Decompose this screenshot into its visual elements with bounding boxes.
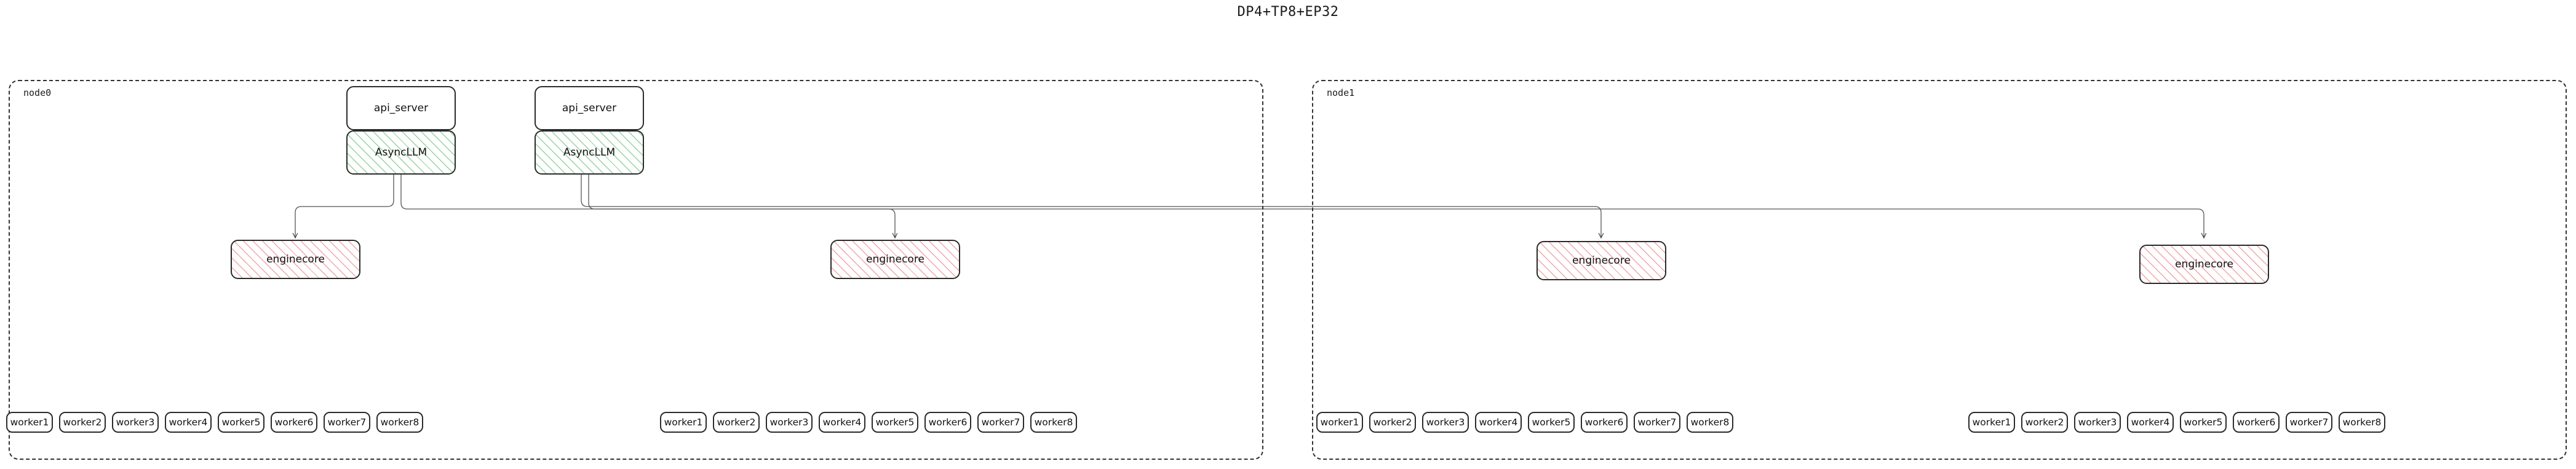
worker-box[interactable]: worker3 [766,412,813,433]
page-title: DP4+TP8+EP32 [1237,4,1339,20]
worker-box[interactable]: worker8 [1030,412,1077,433]
worker-box[interactable]: worker2 [2021,412,2068,433]
api-server-box[interactable]: api_server [346,86,456,130]
worker-box[interactable]: worker5 [872,412,918,433]
worker-box[interactable]: worker3 [112,412,159,433]
asyncllm-box[interactable]: AsyncLLM [535,130,644,175]
worker-box[interactable]: worker2 [59,412,106,433]
node-container-node0: node0 [9,80,1263,460]
worker-box[interactable]: worker4 [2127,412,2174,433]
worker-box[interactable]: worker7 [977,412,1024,433]
worker-box[interactable]: worker6 [1581,412,1628,433]
worker-box[interactable]: worker8 [1687,412,1733,433]
worker-box[interactable]: worker2 [713,412,760,433]
worker-box[interactable]: worker5 [218,412,264,433]
worker-box[interactable]: worker1 [1316,412,1363,433]
worker-box[interactable]: worker5 [2180,412,2227,433]
node-label: node0 [23,87,52,98]
node-container-node1: node1 [1312,80,2567,460]
enginecore-box[interactable]: enginecore [1536,241,1666,280]
enginecore-box[interactable]: enginecore [2139,245,2269,284]
worker-box[interactable]: worker6 [924,412,971,433]
worker-box[interactable]: worker1 [6,412,53,433]
worker-box[interactable]: worker5 [1528,412,1575,433]
asyncllm-box[interactable]: AsyncLLM [346,130,456,175]
worker-box[interactable]: worker4 [1475,412,1522,433]
enginecore-box[interactable]: enginecore [231,240,360,279]
worker-box[interactable]: worker7 [2286,412,2332,433]
worker-box[interactable]: worker7 [1634,412,1680,433]
worker-box[interactable]: worker6 [2233,412,2280,433]
worker-box[interactable]: worker4 [165,412,212,433]
worker-box[interactable]: worker1 [660,412,707,433]
worker-box[interactable]: worker3 [2074,412,2121,433]
worker-box[interactable]: worker3 [1422,412,1469,433]
enginecore-box[interactable]: enginecore [830,240,960,279]
worker-box[interactable]: worker1 [1968,412,2015,433]
worker-box[interactable]: worker7 [324,412,370,433]
node-label: node1 [1327,87,1355,98]
worker-box[interactable]: worker8 [376,412,423,433]
worker-box[interactable]: worker8 [2339,412,2385,433]
worker-box[interactable]: worker6 [271,412,317,433]
api-server-box[interactable]: api_server [535,86,644,130]
worker-box[interactable]: worker4 [819,412,865,433]
worker-box[interactable]: worker2 [1369,412,1416,433]
